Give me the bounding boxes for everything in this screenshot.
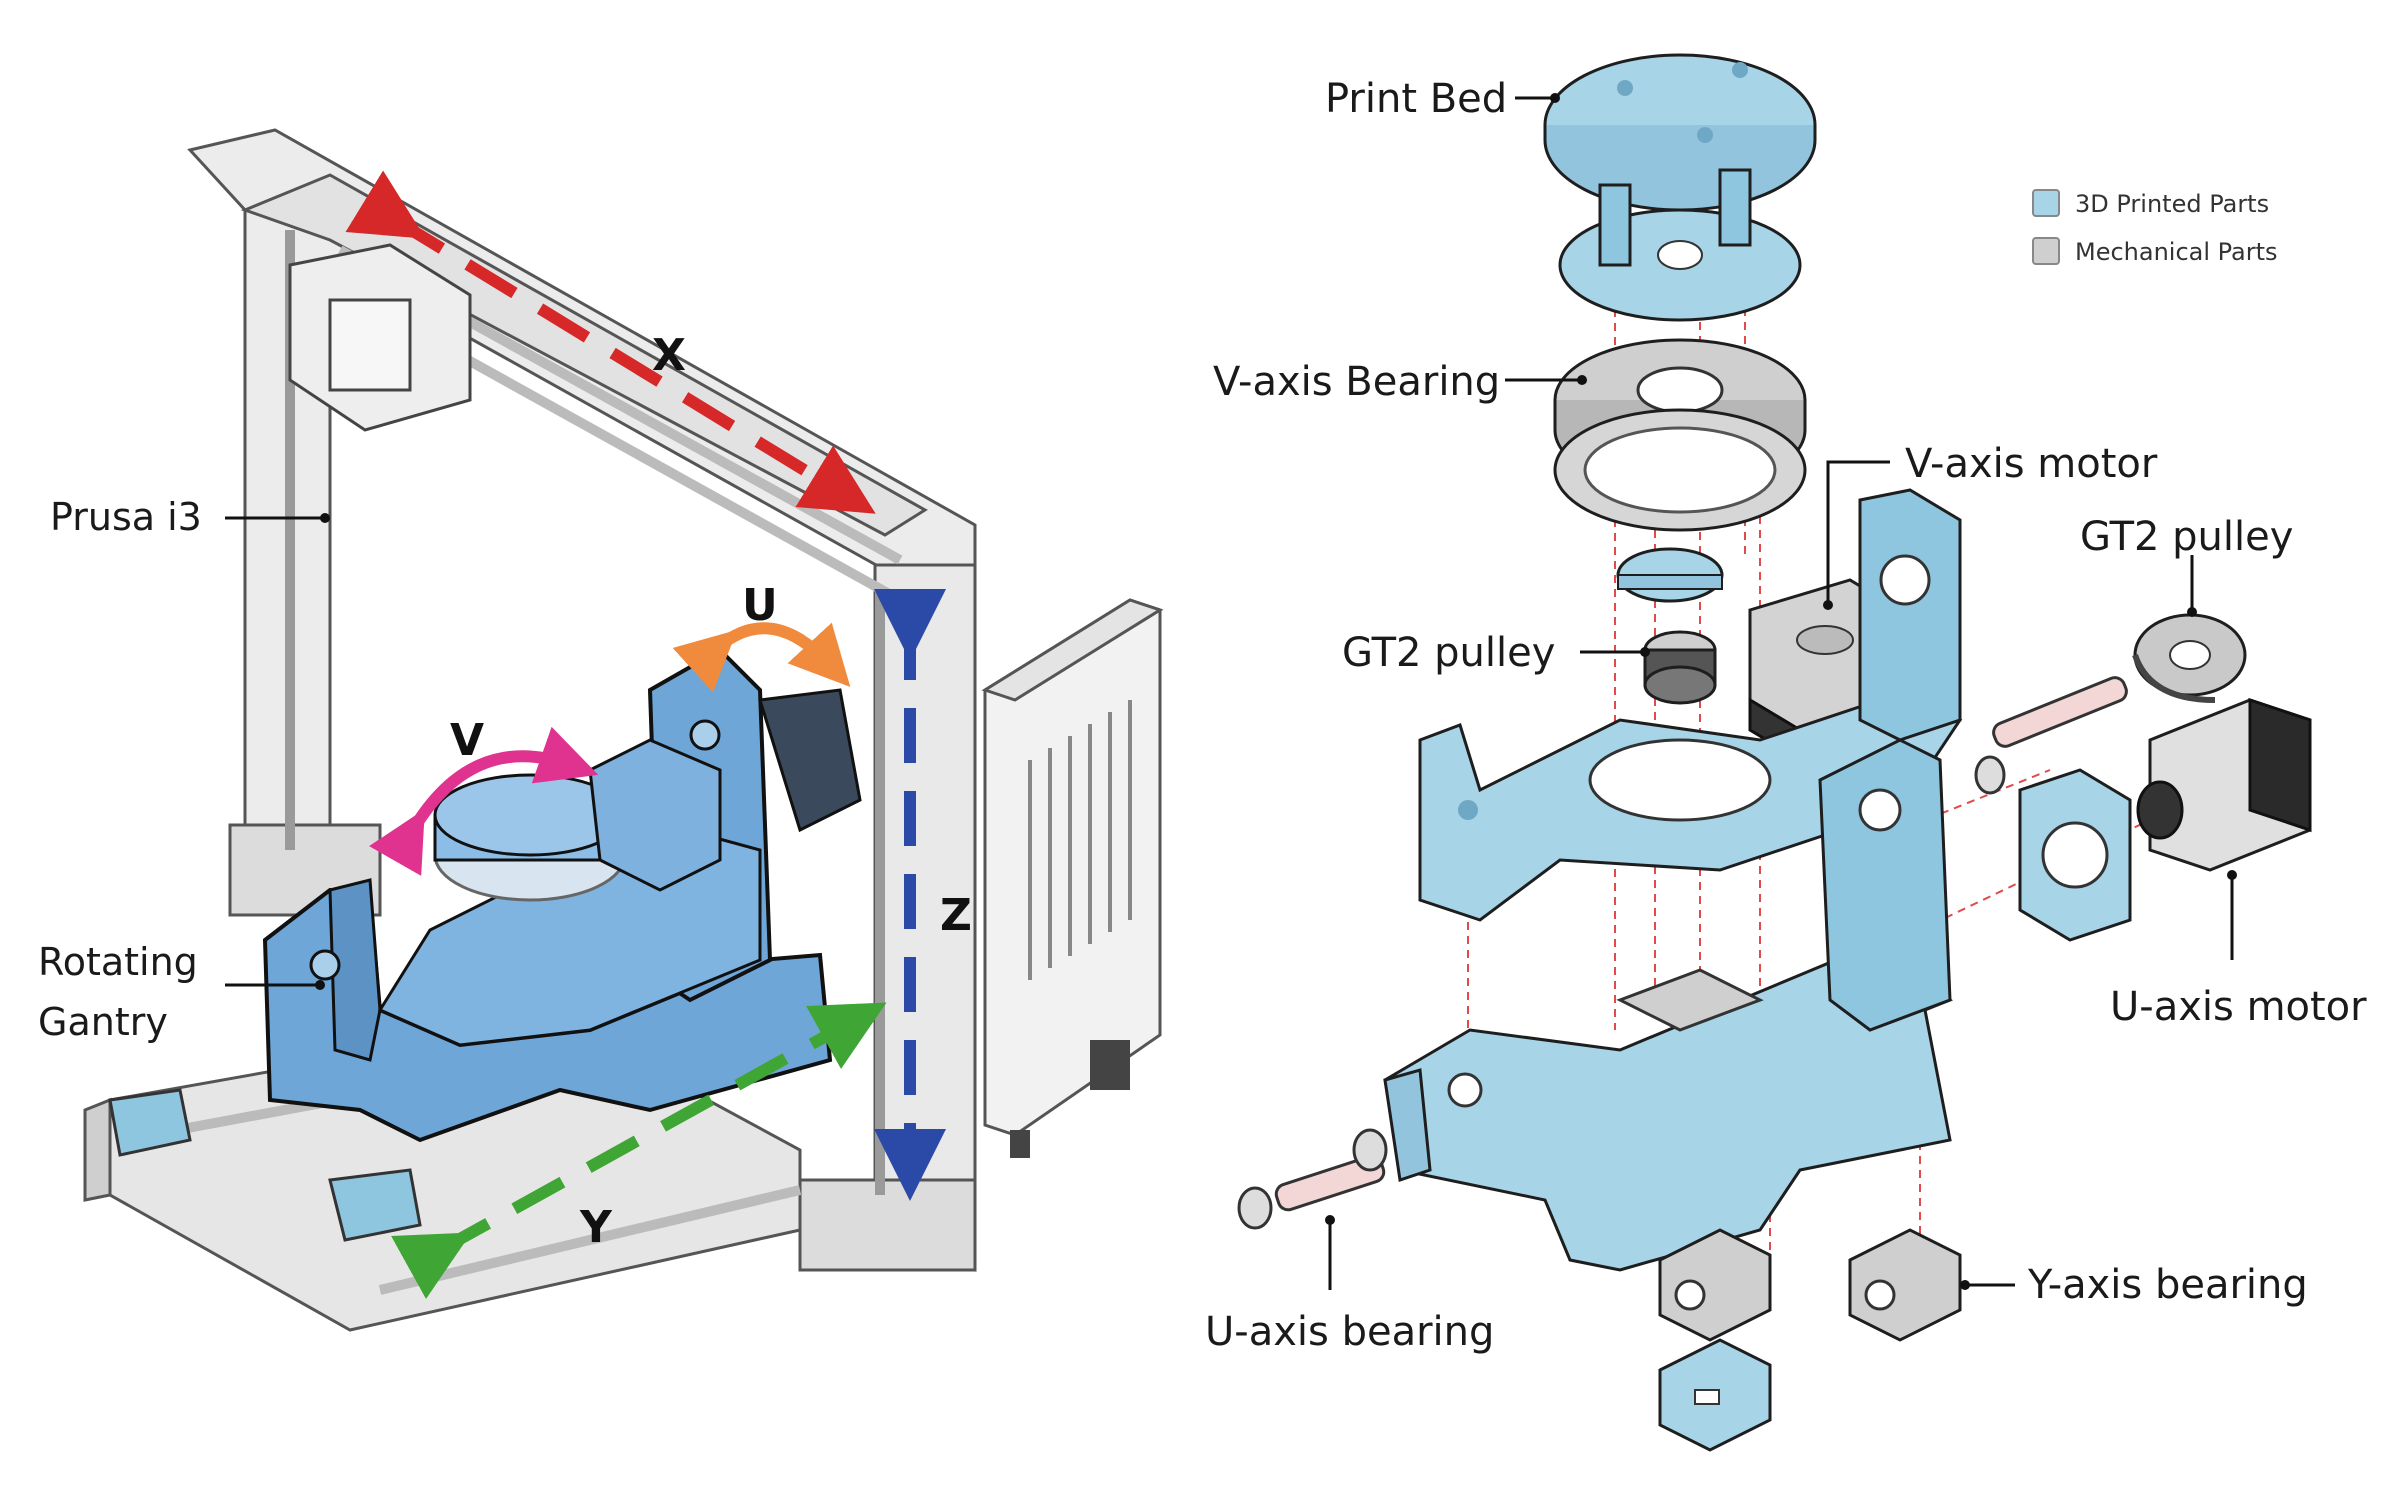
power-supply	[981, 598, 1164, 1158]
v-axis-motor-leader	[1826, 460, 1890, 605]
motor-mount-part	[2018, 768, 2132, 942]
gt2-pulley-left-label: GT2 pulley	[1342, 630, 1555, 676]
v-axis-bearing-label: V-axis Bearing	[1213, 359, 1500, 405]
rotating-gantry-label-line1: Rotating	[38, 940, 198, 984]
x-axis-label: X	[652, 330, 686, 381]
u-axis-motor-part	[2136, 697, 2312, 872]
u-axis-bearing-part	[1237, 1128, 1388, 1230]
legend-swatch-printed	[2032, 189, 2060, 217]
gt2-pulley-right-part	[2132, 613, 2247, 703]
gt2-pulley-right-label: GT2 pulley	[2080, 514, 2293, 560]
y-axis-bearing-part	[1658, 1228, 1962, 1342]
bed-mount-part	[1558, 168, 1802, 322]
v-axis-motor-label: V-axis motor	[1905, 441, 2158, 487]
u-axis-label: U	[742, 580, 778, 631]
u-axis-arrow	[672, 622, 851, 693]
print-bed-label: Print Bed	[1325, 76, 1507, 122]
rotating-gantry-leader-dot	[315, 980, 325, 990]
legend-swatch-mechanical	[2032, 237, 2060, 265]
v-axis-arrow	[369, 726, 599, 876]
y-axis-bearing-label: Y-axis bearing	[2027, 1262, 2308, 1308]
z-axis-label: Z	[940, 890, 972, 941]
belt-clip-part	[1658, 1338, 1772, 1452]
legend-label-printed: 3D Printed Parts	[2075, 190, 2269, 218]
gt2-pulley-left-part	[1643, 630, 1717, 705]
printer-assembly: X Y Z U V Prusa i3 Rotating Gantry	[38, 128, 1164, 1332]
prusa-leader-dot	[320, 513, 330, 523]
pulley-disc-part	[1616, 547, 1724, 603]
u-axis-bearing-label: U-axis bearing	[1205, 1309, 1494, 1355]
rotating-gantry-label-line2: Gantry	[38, 1000, 168, 1044]
print-bed-part	[1543, 53, 1817, 212]
v-platform-bracket	[1418, 488, 1963, 922]
shaft-and-washer-right	[1974, 676, 2128, 795]
v-axis-label: V	[450, 715, 484, 766]
legend-label-mechanical: Mechanical Parts	[2075, 238, 2278, 266]
lower-gantry-part	[1383, 738, 1953, 1272]
u-axis-motor-label: U-axis motor	[2110, 984, 2367, 1030]
x-axis-arrow	[345, 170, 876, 514]
prusa-label: Prusa i3	[50, 495, 202, 539]
exploded-view: Print Bed V-axis Bearing V-axis motor GT…	[1205, 53, 2367, 1452]
v-axis-bearing-part	[1553, 338, 1807, 532]
y-axis-label: Y	[579, 1202, 613, 1253]
legend: 3D Printed Parts Mechanical Parts	[2032, 189, 2278, 266]
